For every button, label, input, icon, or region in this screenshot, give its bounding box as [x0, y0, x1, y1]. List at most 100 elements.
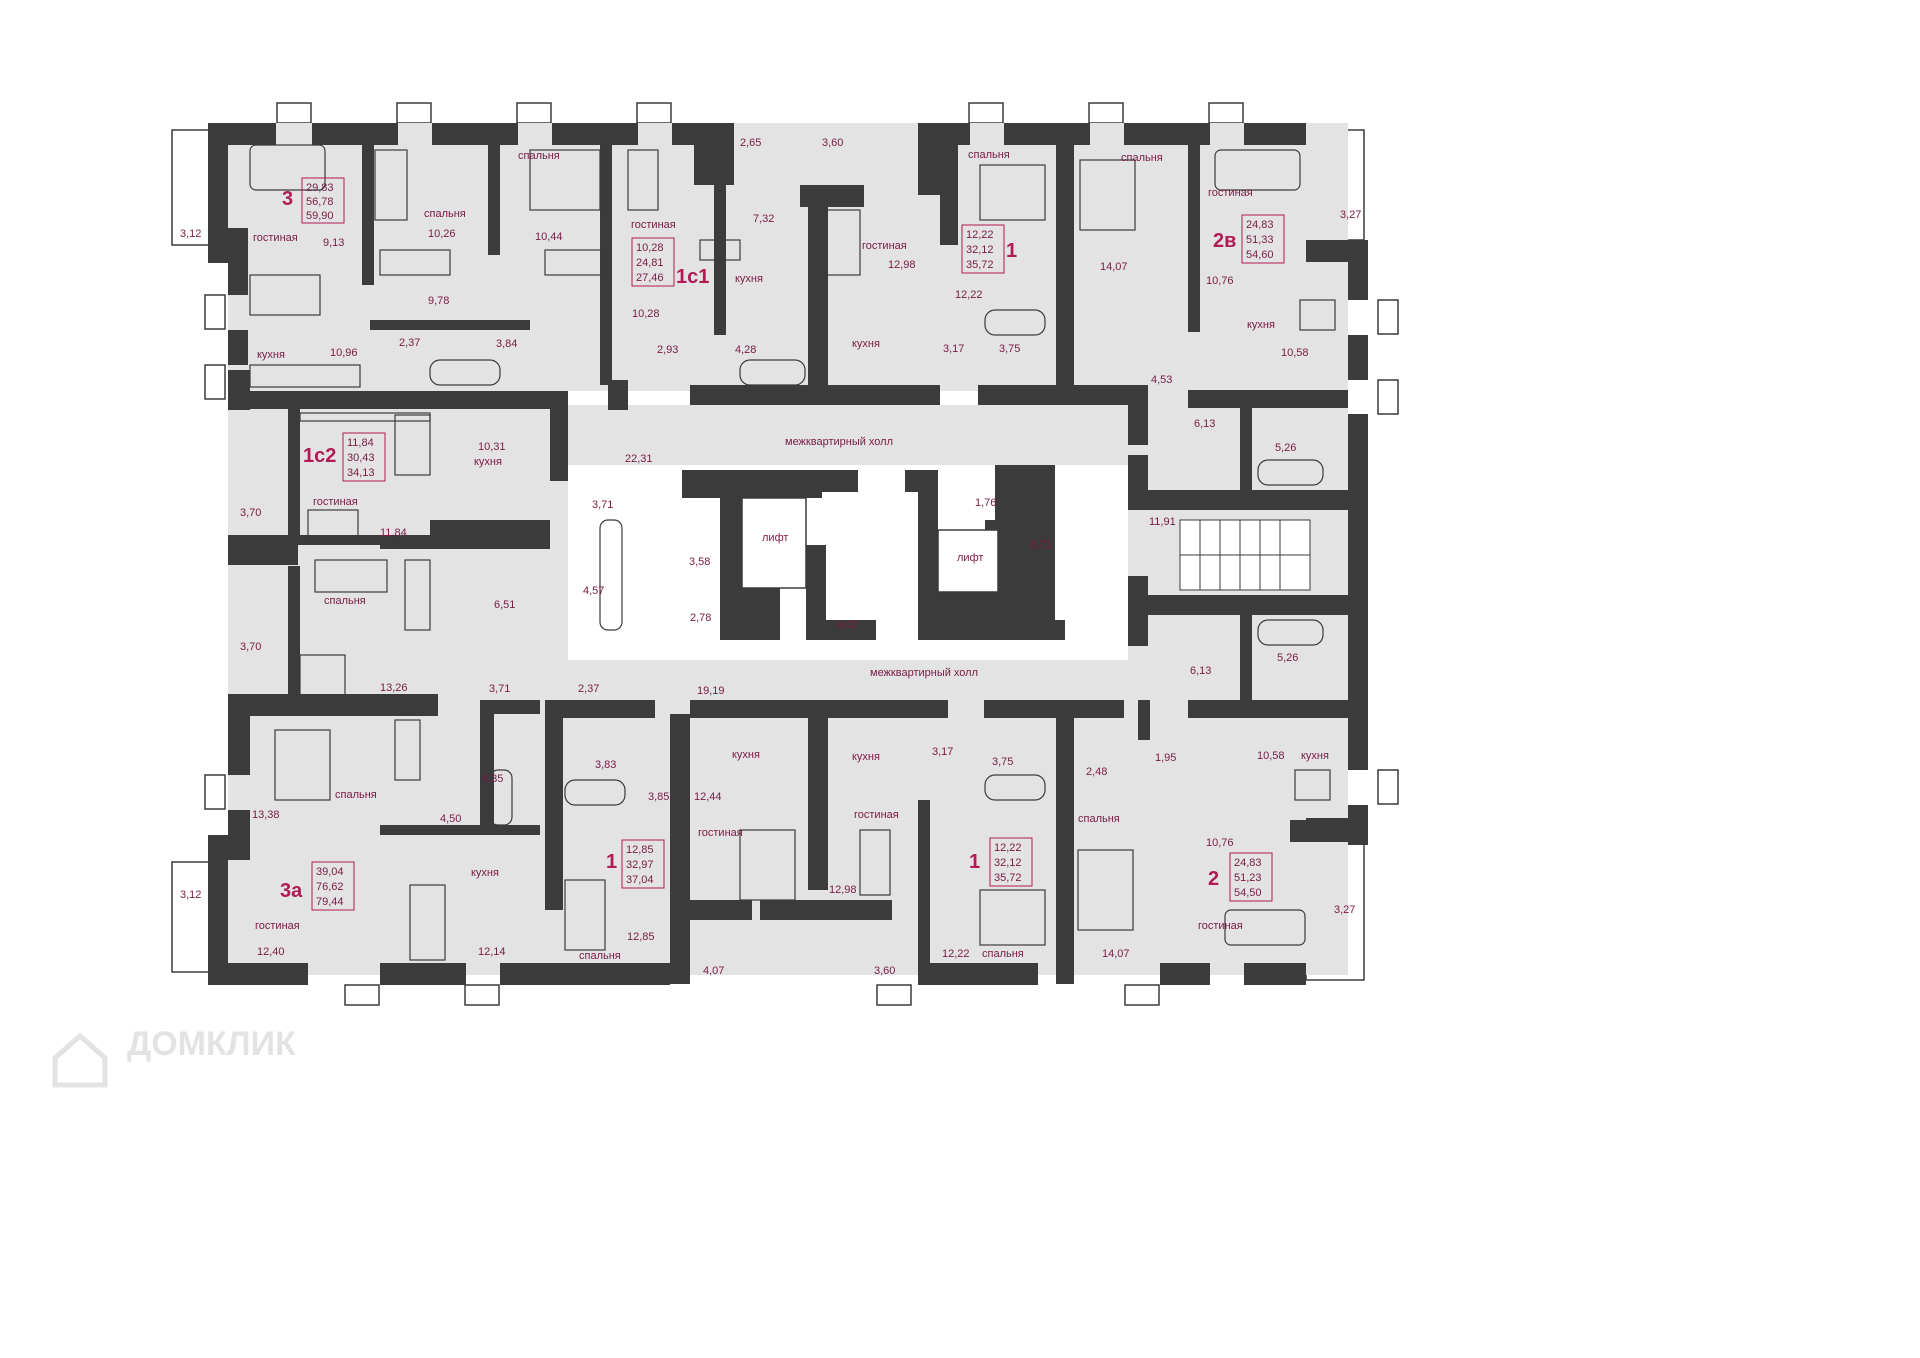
apt2-full-area: 54,50	[1234, 887, 1262, 899]
area-value: 2,93	[657, 344, 678, 356]
area-value: 5,26	[1277, 652, 1298, 664]
area-value: 2,78	[690, 612, 711, 624]
area-value: 3,70	[240, 641, 261, 653]
room-label: гостиная	[698, 827, 743, 839]
area-value: 19,19	[697, 685, 725, 697]
apt3a-living-area: 39,04	[316, 866, 344, 878]
area-value: 3,17	[932, 746, 953, 758]
area-value: 3,12	[180, 889, 201, 901]
apartment-tag-3: 3	[282, 188, 293, 210]
apt1-bl-full-area: 37,04	[626, 874, 654, 886]
area-value: 10,28	[632, 308, 660, 320]
area-value: 1,95	[1155, 752, 1176, 764]
apt3a-total-area: 76,62	[316, 881, 344, 893]
area-value: 4,07	[703, 965, 724, 977]
apt2v-living-area: 24,83	[1246, 219, 1274, 231]
apt1-bl-living-area: 12,85	[626, 844, 654, 856]
area-value: 3,75	[992, 756, 1013, 768]
room-label: гостиная	[631, 219, 676, 231]
room-label: кухня	[732, 749, 760, 761]
area-value: 11,84	[380, 527, 407, 539]
furniture	[249, 144, 1336, 961]
apt2-total-area: 51,23	[1234, 872, 1262, 884]
area-value: 9,78	[428, 295, 449, 307]
area-value: 3,27	[1340, 209, 1361, 221]
apt1c1-living-area: 10,28	[636, 242, 664, 254]
room-label: спальня	[324, 595, 366, 607]
area-value: 12,98	[888, 259, 916, 271]
apartment-tag-3a: 3а	[280, 880, 303, 902]
stairs	[1179, 519, 1311, 591]
area-value: 10,31	[478, 441, 506, 453]
area-value: 10,44	[535, 231, 563, 243]
area-value: 2,48	[1086, 766, 1107, 778]
area-numbers: 3,12 9,13 10,26 10,44 9,78 10,96 2,37 3,…	[180, 137, 1361, 977]
area-value: 3,71	[592, 499, 613, 511]
apt1-top-total-area: 32,12	[966, 244, 994, 256]
apt2v-total-area: 51,33	[1246, 234, 1274, 246]
room-label: гостиная	[253, 232, 298, 244]
room-label: спальня	[424, 208, 466, 220]
apt3-living-area: 29,83	[306, 182, 334, 194]
area-value: 13,26	[380, 682, 408, 694]
room-labels: гостиная спальня спальня кухня гостиная …	[253, 149, 1329, 962]
window-stubs	[204, 102, 1399, 1006]
area-value: 2,65	[740, 137, 761, 149]
area-value: 12,22	[942, 948, 970, 960]
area-value: 12,14	[478, 946, 506, 958]
apt1c2-living-area: 11,84	[347, 437, 374, 449]
area-box-texts: 29,83 56,78 59,90 10,28 24,81 27,46 12,2…	[306, 182, 1274, 908]
area-value: 3,85	[648, 791, 669, 803]
area-value: 12,22	[955, 289, 983, 301]
area-value: 3,60	[874, 965, 895, 977]
apt2v-full-area: 54,60	[1246, 249, 1274, 261]
floor-areas	[228, 123, 1348, 975]
area-value: 6,51	[494, 599, 515, 611]
area-value: 4,53	[1151, 374, 1172, 386]
apartment-tag-2: 2	[1208, 868, 1219, 890]
domclick-watermark: ДОМКЛИК	[52, 1025, 296, 1088]
area-value: 22,31	[625, 453, 653, 465]
apartment-tag-1-top: 1	[1006, 240, 1017, 262]
room-label: гостиная	[862, 240, 907, 252]
area-value: 12,85	[627, 931, 655, 943]
area-value: 3,27	[1334, 904, 1355, 916]
lift-label-right: лифт	[957, 552, 983, 564]
area-value: 9,02	[836, 619, 857, 631]
area-value: 3,75	[999, 343, 1020, 355]
area-value: 10,96	[330, 347, 358, 359]
room-label: спальня	[1078, 813, 1120, 825]
apt3-full-area: 59,90	[306, 210, 334, 222]
apartment-tag-1c1: 1с1	[676, 266, 709, 288]
area-value: 12,98	[829, 884, 857, 896]
floor-plan: ДОМКЛИК	[52, 102, 1399, 1088]
area-value: 6,13	[1190, 665, 1211, 677]
room-label: гостиная	[854, 809, 899, 821]
area-value: 9,13	[323, 237, 344, 249]
apt3a-full-area: 79,44	[316, 896, 344, 908]
area-value: 10,58	[1257, 750, 1285, 762]
room-label: кухня	[474, 456, 502, 468]
apt1-bl-total-area: 32,97	[626, 859, 654, 871]
area-value: 5,26	[1275, 442, 1296, 454]
apt1c1-full-area: 27,46	[636, 272, 664, 284]
area-value: 12,40	[257, 946, 285, 958]
room-label: спальня	[335, 789, 377, 801]
area-value: 2,37	[578, 683, 599, 695]
apartment-tag-1c2: 1с2	[303, 445, 336, 467]
lift-right: лифт	[937, 529, 999, 593]
room-label: спальня	[518, 150, 560, 162]
area-value: 10,76	[1206, 837, 1234, 849]
area-value: 3,17	[943, 343, 964, 355]
apartment-tags: 3 1с1 1 2в 1с2 3а 1 1 2	[280, 188, 1236, 902]
apt1c2-total-area: 30,43	[347, 452, 375, 464]
apartment-tag-1-bottom-right: 1	[969, 851, 980, 873]
hall-label-top: межквартирный холл	[785, 436, 893, 448]
apt3-total-area: 56,78	[306, 196, 334, 208]
area-value: 10,76	[1206, 275, 1234, 287]
lift-label-left: лифт	[762, 532, 788, 544]
room-label: спальня	[1121, 152, 1163, 164]
room-label: кухня	[1247, 319, 1275, 331]
watermark-text: ДОМКЛИК	[127, 1025, 296, 1063]
hall-label-bottom: межквартирный холл	[870, 667, 978, 679]
